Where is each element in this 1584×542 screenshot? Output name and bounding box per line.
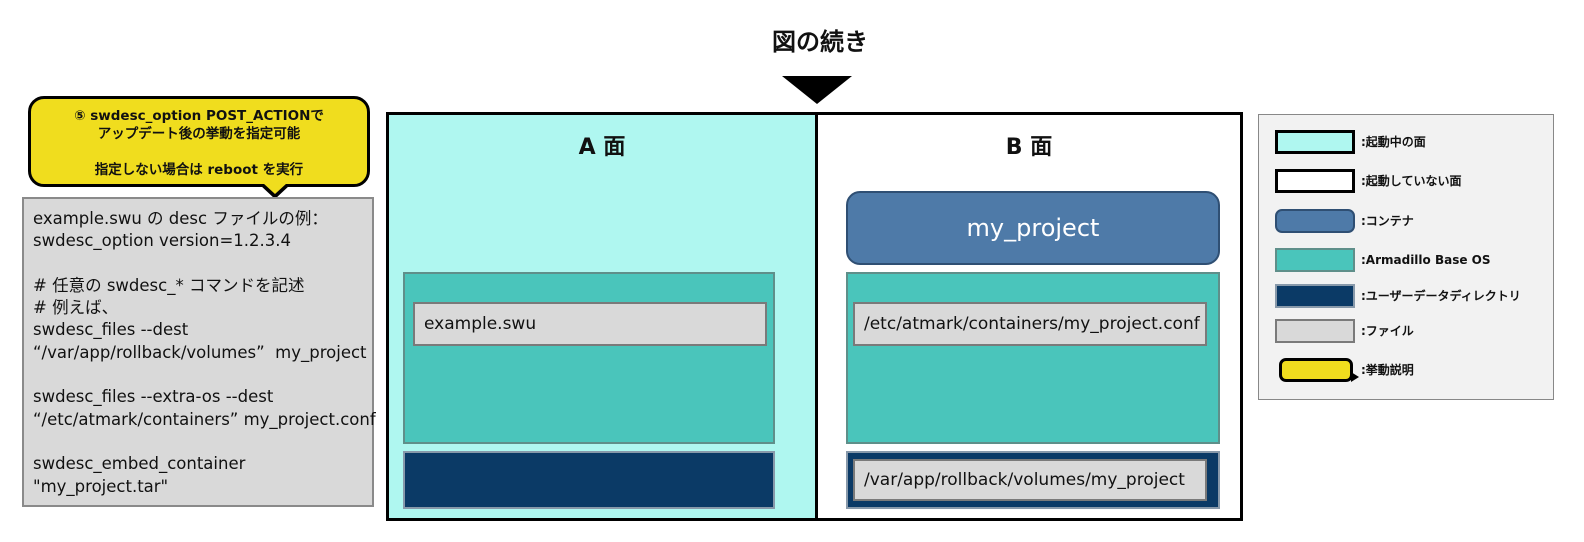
desc-line <box>33 253 372 275</box>
legend-callout-tail <box>1351 372 1359 382</box>
callout-line-1: ⑤ swdesc_option POST_ACTIONで <box>74 108 324 124</box>
desc-line: “/etc/atmark/containers” my_project.conf <box>33 409 376 429</box>
callout-line-2: アップデート後の挙動を指定可能 <box>97 126 301 142</box>
legend-label: :Armadillo Base OS <box>1361 253 1491 267</box>
desc-line: # 任意の swdesc_* コマンドを記述 <box>33 275 305 295</box>
desc-file-example: example.swu の desc ファイルの例： swdesc_option… <box>22 197 376 507</box>
legend-swatch-base-os <box>1275 248 1355 272</box>
diagram-title: 図の続き <box>772 28 868 56</box>
callout-spacer <box>31 143 367 161</box>
legend-swatch-container <box>1275 209 1355 233</box>
face-b-title: B 面 <box>1005 135 1053 160</box>
face-b-user-data-dir: /var/app/rollback/volumes/my_project <box>846 451 1220 509</box>
legend-label: :ファイル <box>1361 324 1414 338</box>
face-a-title: A 面 <box>578 135 626 160</box>
callout-tail-fill <box>263 183 287 194</box>
legend-label: :起動中の面 <box>1361 135 1426 149</box>
desc-line: swdesc_files --extra-os --dest <box>33 387 274 407</box>
face-b-conf-file: /etc/atmark/containers/my_project.conf <box>853 302 1207 346</box>
desc-line: # 例えば、 <box>33 298 119 318</box>
face-b-panel: B 面 my_project /etc/atmark/containers/my… <box>815 112 1243 521</box>
legend-swatch-file <box>1275 319 1355 343</box>
down-arrow-icon <box>782 76 852 104</box>
face-b-container: my_project <box>846 191 1220 265</box>
face-a-panel: A 面 example.swu <box>386 112 818 521</box>
legend-label: :挙動説明 <box>1361 363 1414 377</box>
legend-swatch-active-face <box>1275 130 1355 154</box>
face-b-volume-file: /var/app/rollback/volumes/my_project <box>853 459 1207 501</box>
face-a-swu-file: example.swu <box>413 302 767 346</box>
legend-swatch-user-data-dir <box>1275 284 1355 308</box>
desc-line: swdesc_option version=1.2.3.4 <box>33 231 292 251</box>
legend-label: :コンテナ <box>1361 214 1414 228</box>
desc-line: “/var/app/rollback/volumes” my_project <box>33 342 367 362</box>
face-b-base-os: /etc/atmark/containers/my_project.conf <box>846 272 1220 444</box>
legend: :起動中の面 :起動していない面 :コンテナ :Armadillo Base O… <box>1258 114 1554 400</box>
legend-label: :ユーザーデータディレクトリ <box>1361 289 1521 303</box>
desc-line: "my_project.tar" <box>33 476 169 496</box>
desc-line: swdesc_embed_container <box>33 454 246 474</box>
legend-swatch-callout <box>1279 358 1353 382</box>
face-a-user-data-dir <box>403 451 775 509</box>
legend-label: :起動していない面 <box>1361 174 1462 188</box>
desc-line <box>33 364 372 386</box>
legend-swatch-inactive-face <box>1275 169 1355 193</box>
desc-line: example.swu の desc ファイルの例： <box>33 209 328 228</box>
desc-line: swdesc_files --dest <box>33 320 189 340</box>
desc-line <box>33 431 372 453</box>
face-a-base-os: example.swu <box>403 272 775 444</box>
post-action-callout: ⑤ swdesc_option POST_ACTIONで アップデート後の挙動を… <box>28 96 370 187</box>
callout-line-3: 指定しない場合は reboot を実行 <box>94 162 304 178</box>
